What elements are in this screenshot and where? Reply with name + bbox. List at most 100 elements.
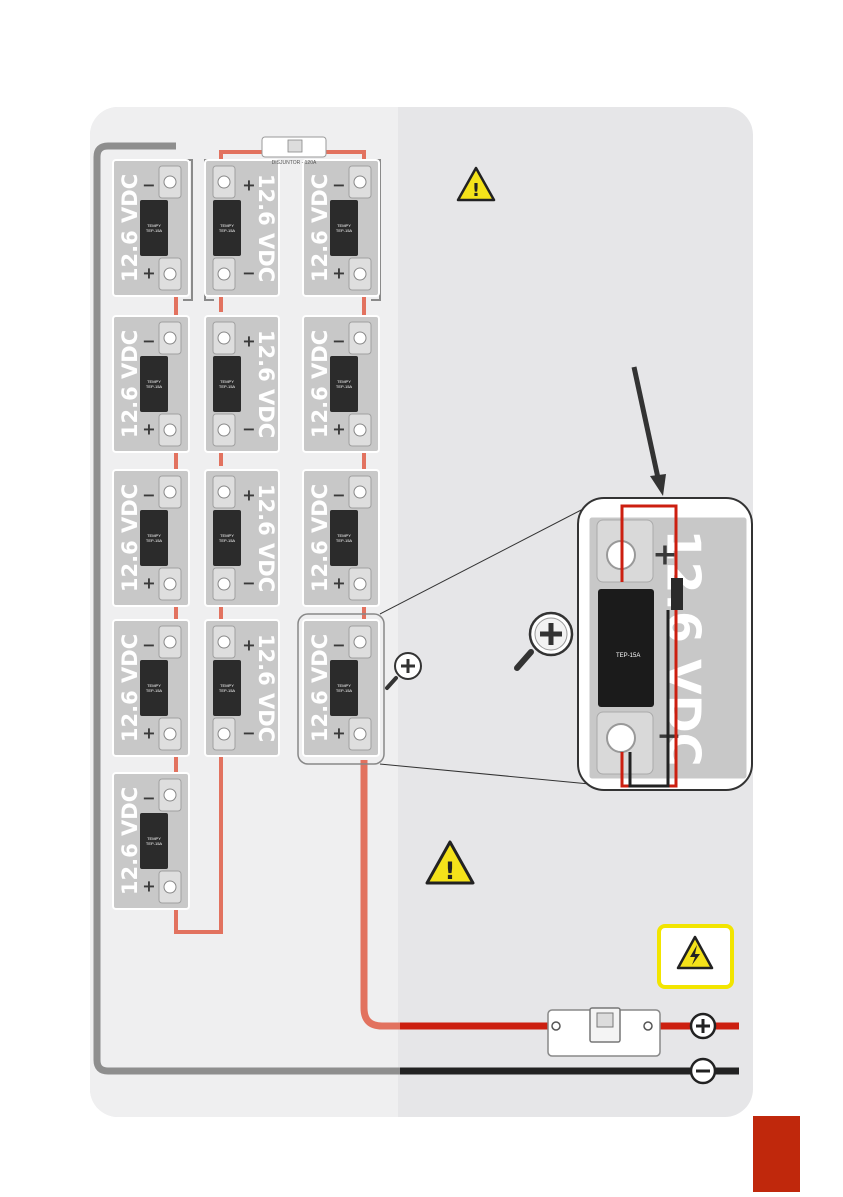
module-model: TEP-15A — [146, 228, 163, 233]
minus-sign: − — [332, 636, 345, 655]
plus-sign: + — [142, 264, 155, 283]
balancer-module — [213, 356, 241, 412]
plus-sign: + — [332, 264, 345, 283]
module-brand: TEMPY — [337, 683, 351, 688]
warning-symbol-top: ! — [472, 180, 480, 201]
zoom-magnifier-icon — [514, 611, 574, 671]
module-brand: TEMPY — [147, 533, 161, 538]
plus-sign: + — [332, 574, 345, 593]
module-brand: TEMPY — [147, 836, 161, 841]
battery-label: 12.6 VDC — [254, 330, 278, 438]
minus-sign: − — [142, 486, 155, 505]
minus-sign: − — [332, 176, 345, 195]
warning-icon-top: ! — [456, 166, 496, 202]
zoom-target-frame — [297, 613, 385, 765]
zoom-balancer-module — [598, 589, 654, 707]
zoom-line-top — [379, 507, 586, 615]
minus-sign: − — [242, 264, 255, 283]
module-brand: TEMPY — [337, 533, 351, 538]
balancer-module — [140, 356, 168, 412]
main-breaker — [547, 1007, 661, 1057]
positive-terminal-symbol — [689, 1012, 717, 1040]
balancer-module — [213, 660, 241, 716]
warning-symbol-bottom: ! — [445, 857, 456, 885]
balancer-module — [140, 660, 168, 716]
minus-sign: − — [142, 332, 155, 351]
balancer-module — [213, 200, 241, 256]
minus-sign: − — [142, 636, 155, 655]
battery-label: 12.6 VDC — [254, 634, 278, 742]
balancer-module — [330, 200, 358, 256]
module-model: TEP-15A — [219, 384, 236, 389]
module-model: TEP-15A — [219, 228, 236, 233]
module-brand: TEMPY — [147, 223, 161, 228]
plus-sign: + — [332, 420, 345, 439]
plus-sign: + — [242, 176, 255, 195]
battery-label: 12.6 VDC — [308, 484, 332, 592]
minus-sign: − — [332, 332, 345, 351]
minus-sign: − — [242, 574, 255, 593]
plus-sign: + — [242, 486, 255, 505]
breaker-label: DISJUNTOR - 120A — [272, 160, 317, 166]
plus-sign: + — [142, 574, 155, 593]
minus-sign: − — [242, 420, 255, 439]
module-brand: TEMPY — [220, 379, 234, 384]
battery-label: 12.6 VDC — [118, 330, 142, 438]
module-brand: TEMPY — [147, 683, 161, 688]
minus-sign: − — [332, 486, 345, 505]
minus-sign: − — [142, 789, 155, 808]
high-voltage-icon — [657, 924, 734, 989]
module-model: TEP-15A — [146, 841, 163, 846]
battery-label: 12.6 VDC — [118, 634, 142, 742]
top-breaker: DISJUNTOR - 120A — [261, 136, 327, 166]
plus-sign: + — [242, 636, 255, 655]
battery-label: 12.6 VDC — [118, 484, 142, 592]
module-brand: TEMPY — [220, 533, 234, 538]
battery-label: 12.6 VDC — [254, 484, 278, 592]
small-magnifier-icon — [385, 652, 422, 690]
module-model: TEP-15A — [146, 688, 163, 693]
plus-sign: + — [142, 877, 155, 896]
zoom-detail: 12.6 VDC + − TEP-15A — [577, 497, 753, 791]
balancer-module — [140, 200, 168, 256]
plus-sign: + — [332, 724, 345, 743]
module-model: TEP-15A — [219, 688, 236, 693]
zoom-line-bottom — [379, 763, 601, 786]
module-brand: TEMPY — [220, 683, 234, 688]
warning-icon-bottom: ! — [425, 840, 475, 885]
negative-bus-wire — [93, 142, 400, 1075]
module-brand: TEMPY — [337, 379, 351, 384]
minus-sign: − — [242, 724, 255, 743]
battery-label: 12.6 VDC — [308, 634, 332, 742]
plus-sign: + — [142, 420, 155, 439]
balancer-module — [330, 510, 358, 566]
battery-label: 12.6 VDC — [254, 174, 278, 282]
module-brand: TEMPY — [337, 223, 351, 228]
zoom-plus-sign: + — [652, 538, 677, 573]
module-model: TEP-15A — [336, 538, 353, 543]
balancer-module — [330, 356, 358, 412]
pointer-arrow — [631, 366, 666, 496]
balancer-module — [140, 510, 168, 566]
negative-terminal-symbol — [689, 1057, 717, 1085]
battery-label: 12.6 VDC — [308, 174, 332, 282]
plus-sign: + — [242, 332, 255, 351]
balancer-module — [213, 510, 241, 566]
module-model: TEP-15A — [336, 384, 353, 389]
page-tab — [753, 1116, 800, 1192]
minus-sign: − — [142, 176, 155, 195]
